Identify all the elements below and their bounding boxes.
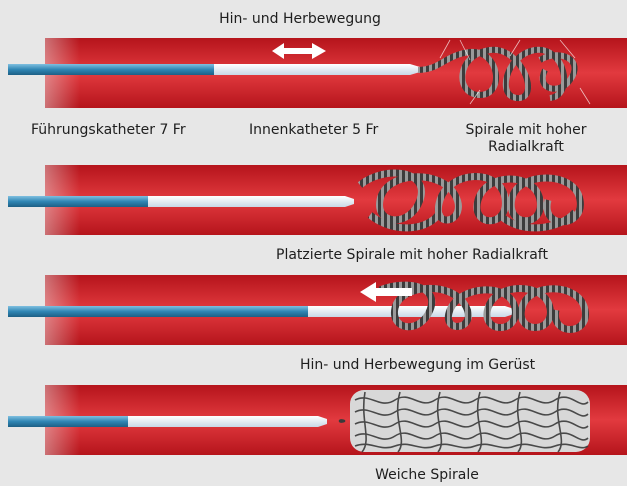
guide-catheter-3 <box>8 306 313 317</box>
guide-catheter-4 <box>8 416 133 427</box>
guide-catheter-2 <box>8 196 153 207</box>
inner-catheter-3 <box>308 306 514 317</box>
label-inner-catheter: Innenkatheter 5 Fr <box>249 122 378 139</box>
label-soft-coil: Weiche Spirale <box>357 467 497 484</box>
inner-catheter-2 <box>148 196 354 207</box>
inner-catheter-1 <box>214 64 420 75</box>
label-guide-catheter: Führungskatheter 7 Fr <box>31 122 186 139</box>
coil-soft-4 <box>340 390 590 452</box>
label-placed-coil: Platzierte Spirale mit hoher Radialkraft <box>276 247 548 264</box>
vessel-3 <box>0 275 627 345</box>
label-motion-in-scaffold: Hin- und Herbewegung im Gerüst <box>300 357 535 374</box>
vessel-4 <box>0 385 627 455</box>
label-coil-high-radial-line2: Radialkraft <box>446 139 606 156</box>
label-coil-high-radial-line1: Spirale mit hoher <box>446 122 606 139</box>
vessel-2 <box>0 165 627 235</box>
label-top-motion: Hin- und Herbewegung <box>200 11 400 28</box>
guide-catheter-1 <box>8 64 218 75</box>
inner-catheter-4 <box>128 416 327 427</box>
